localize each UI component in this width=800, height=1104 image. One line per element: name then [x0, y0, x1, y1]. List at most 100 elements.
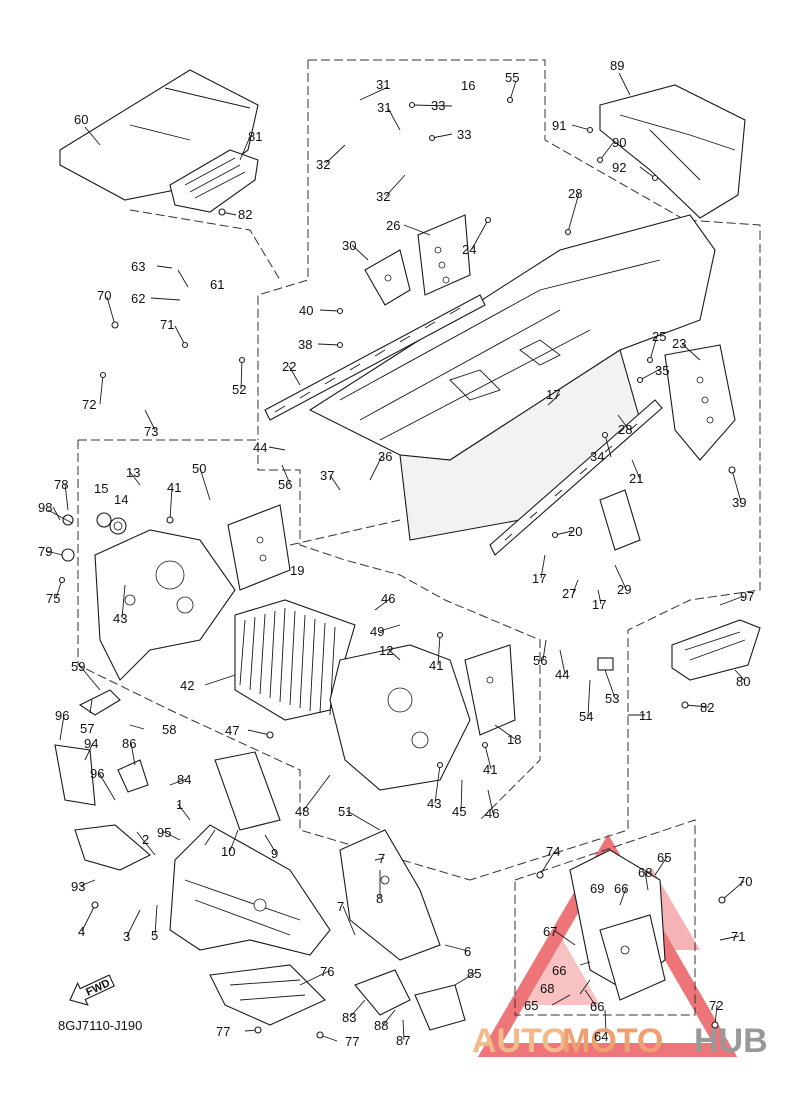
callout-2: 2 — [142, 832, 149, 847]
callout-93: 93 — [71, 879, 85, 894]
callout-57: 57 — [80, 721, 94, 736]
part-1-subframe — [169, 824, 331, 956]
part-94-panel — [54, 744, 96, 806]
callout-78: 78 — [54, 477, 68, 492]
watermark-text: AUTO MOTO HUB — [472, 1022, 768, 1060]
part-27-29-bracket — [599, 489, 641, 551]
watermark-text-moto: MOTO — [562, 1022, 663, 1060]
watermark-outer-triangle — [477, 834, 738, 1057]
callout-37: 37 — [320, 468, 334, 483]
callout-66c: 66 — [590, 999, 604, 1014]
callout-56b: 56 — [533, 653, 547, 668]
callout-88: 88 — [374, 1018, 388, 1033]
callout-77a: 77 — [216, 1024, 230, 1039]
callout-32a: 32 — [316, 157, 330, 172]
callout-43a: 43 — [113, 611, 127, 626]
callout-5: 5 — [151, 928, 158, 943]
callout-66a: 66 — [614, 881, 628, 896]
callout-96b: 96 — [90, 766, 104, 781]
callout-46a: 46 — [381, 591, 395, 606]
callout-38: 38 — [298, 337, 312, 352]
callout-41b: 41 — [429, 658, 443, 673]
callout-31b: 31 — [377, 100, 391, 115]
callout-24: 24 — [462, 242, 476, 257]
part-89-rear-cover — [599, 84, 746, 219]
callout-52: 52 — [232, 382, 246, 397]
callout-89: 89 — [610, 58, 624, 73]
part-80-vent-box — [671, 619, 761, 681]
callout-68a: 68 — [638, 865, 652, 880]
callout-59: 59 — [71, 659, 85, 674]
main-frame-group-outline — [308, 59, 761, 881]
callout-90: 90 — [612, 135, 626, 150]
callout-44b: 44 — [555, 667, 569, 682]
callout-81: 81 — [248, 129, 262, 144]
callout-7b: 7 — [337, 899, 344, 914]
callout-11: 11 — [639, 708, 653, 723]
callout-96a: 96 — [55, 708, 69, 723]
callout-92: 92 — [612, 160, 626, 175]
callout-47: 47 — [225, 723, 239, 738]
callout-27: 27 — [562, 586, 576, 601]
callout-31a: 31 — [376, 77, 390, 92]
callout-51: 51 — [338, 804, 352, 819]
part-6-bracket — [339, 829, 441, 961]
callout-44a: 44 — [253, 440, 267, 455]
callout-95: 95 — [157, 825, 171, 840]
part-26-bracket — [417, 214, 471, 296]
callout-18: 18 — [507, 732, 521, 747]
callout-65b: 65 — [524, 998, 538, 1013]
callout-71a: 71 — [160, 317, 174, 332]
callout-53: 53 — [605, 691, 619, 706]
callout-76: 76 — [320, 964, 334, 979]
callout-79: 79 — [38, 544, 52, 559]
callout-83: 83 — [342, 1010, 356, 1025]
group-outlines — [77, 59, 761, 1016]
callout-1: 1 — [176, 797, 183, 812]
watermark-text-auto: AUTO — [472, 1022, 568, 1060]
callout-35: 35 — [655, 363, 669, 378]
callout-3: 3 — [123, 929, 130, 944]
callout-43b: 43 — [427, 796, 441, 811]
part-19-front-plate — [227, 504, 291, 591]
callout-85: 85 — [467, 966, 481, 981]
callout-68b: 68 — [540, 981, 554, 996]
fwd-label: FWD — [84, 977, 112, 998]
part-83-cover — [354, 969, 411, 1016]
callout-17b: 17 — [532, 571, 546, 586]
part-57-bracket — [78, 689, 121, 716]
callout-numbers: 60 81 82 89 91 90 92 31 31 16 33 33 55 3… — [38, 58, 754, 1049]
callout-70a: 70 — [97, 288, 111, 303]
rear-bracket-group-outline — [514, 819, 696, 1016]
callout-98: 98 — [38, 500, 52, 515]
callout-70b: 70 — [738, 874, 752, 889]
callout-28b: 28 — [618, 422, 632, 437]
part-76-skid-plate — [209, 964, 326, 1026]
callout-87: 87 — [396, 1033, 410, 1048]
callout-84: 84 — [177, 772, 191, 787]
callout-49: 49 — [370, 624, 384, 639]
part-9-panel — [214, 751, 281, 831]
callout-21: 21 — [629, 471, 643, 486]
callout-66b: 66 — [552, 963, 566, 978]
callout-41a: 41 — [167, 480, 181, 495]
callout-63: 63 — [131, 259, 145, 274]
callout-12: 12 — [379, 643, 393, 658]
callout-48: 48 — [295, 804, 309, 819]
callout-29: 29 — [617, 582, 631, 597]
callout-72b: 72 — [709, 998, 723, 1013]
callout-86: 86 — [122, 736, 136, 751]
callout-54: 54 — [579, 709, 593, 724]
inner-dash-1 — [289, 519, 401, 546]
callout-56a: 56 — [278, 477, 292, 492]
callout-77b: 77 — [345, 1034, 359, 1049]
callout-20: 20 — [568, 524, 582, 539]
callout-8: 8 — [376, 891, 383, 906]
callout-4: 4 — [78, 924, 85, 939]
callout-91: 91 — [552, 118, 566, 133]
callout-94: 94 — [84, 736, 98, 751]
callout-80: 80 — [736, 674, 750, 689]
callout-33b: 33 — [457, 127, 471, 142]
callout-60: 60 — [74, 112, 88, 127]
callout-41c: 41 — [483, 762, 497, 777]
